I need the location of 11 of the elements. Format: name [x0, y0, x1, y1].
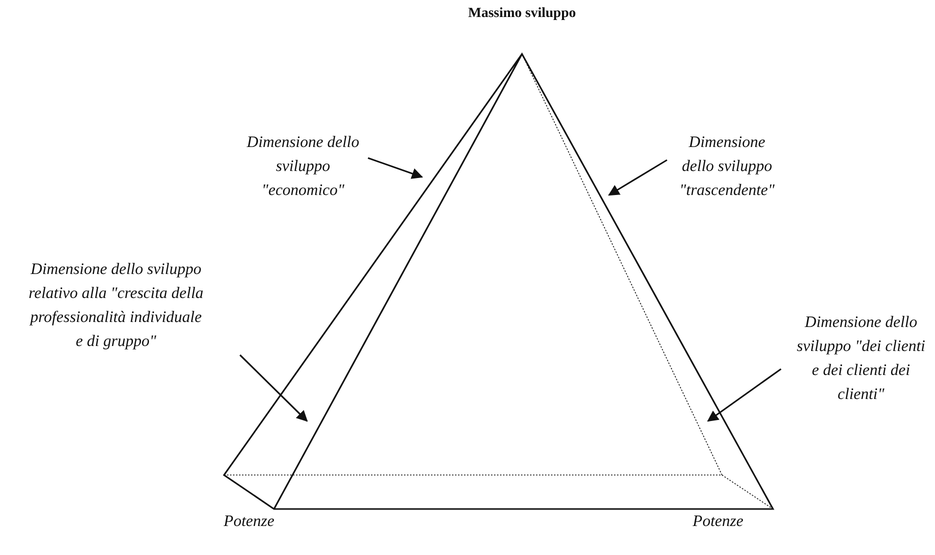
corner-label: Potenze: [692, 513, 744, 531]
arrow: [368, 157, 424, 179]
arrow: [608, 159, 668, 196]
arrow: [707, 368, 782, 422]
dimension-label: Dimensione dello sviluppo "economico": [240, 131, 366, 203]
corner-label: Potenze: [222, 513, 276, 531]
dimension-label: Dimensione dello sviluppo relativo alla "crescita della professionalità individuale e di gruppo": [25, 258, 207, 354]
arrow: [239, 354, 308, 422]
dimension-label: Dimensione dello sviluppo "dei clienti e dei clienti dei clienti": [792, 311, 930, 407]
title: Massimo sviluppo: [467, 6, 577, 22]
dimension-label: Dimensione dello sviluppo "trascendente": [671, 131, 783, 203]
